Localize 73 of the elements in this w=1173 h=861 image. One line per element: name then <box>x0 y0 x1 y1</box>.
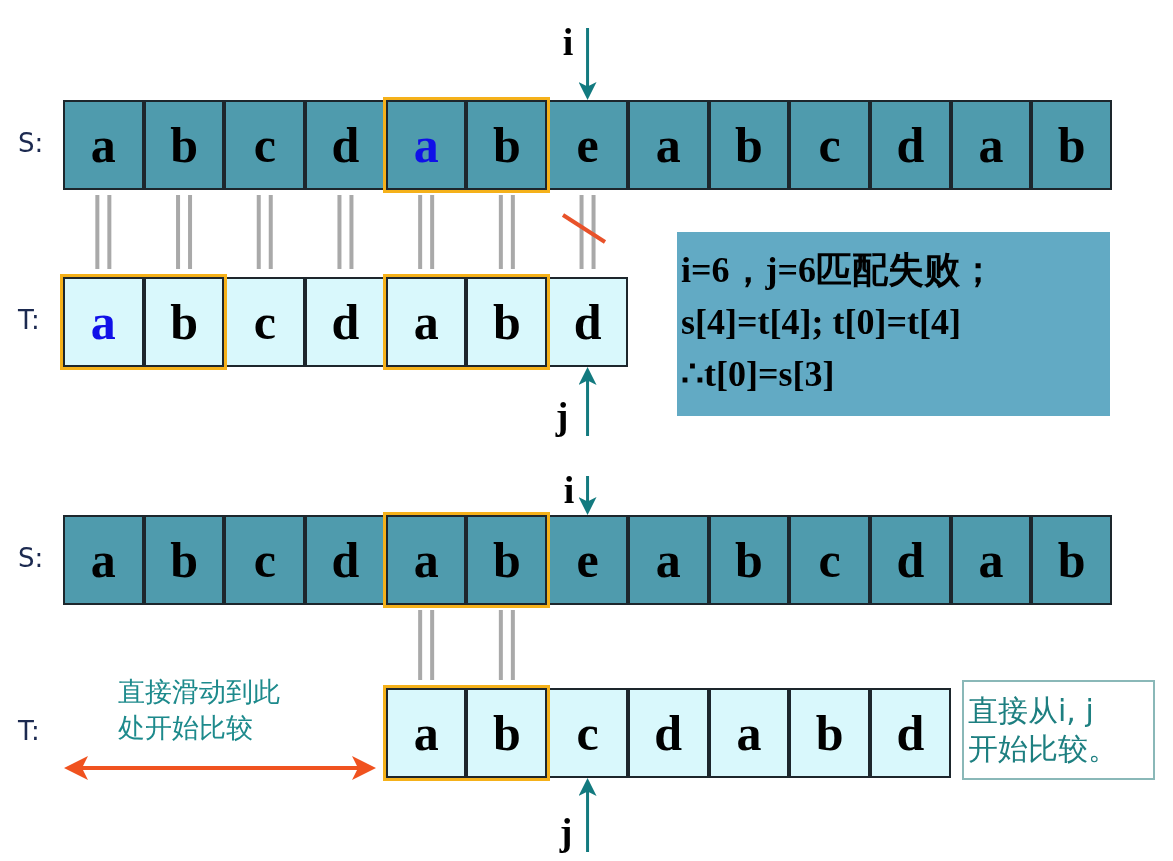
match-lines <box>95 193 112 271</box>
letter-cell: d <box>870 688 951 778</box>
match-lines <box>498 608 515 682</box>
note-text: i=6，j=6匹配失败； <box>681 249 997 292</box>
letter-cell: b <box>789 688 870 778</box>
letter-cell: b <box>143 515 225 605</box>
remark-text: 直接从i, j开始比较。 <box>968 692 1119 768</box>
letter-cell: b <box>708 515 790 605</box>
letter-cell: d <box>547 277 628 367</box>
pointer-arrow <box>578 28 597 100</box>
remark-box <box>962 680 1155 780</box>
letter-cell: a <box>627 515 709 605</box>
letter-cell: c <box>547 688 628 778</box>
match-lines <box>418 608 435 682</box>
letter-cell: c <box>224 515 306 605</box>
letter-cell: b <box>466 277 548 367</box>
match-lines <box>579 193 596 271</box>
letter-cell: e <box>547 515 628 605</box>
letter-cell: b <box>143 100 225 190</box>
match-lines <box>256 193 273 271</box>
letter-cell: b <box>466 515 548 605</box>
letter-cell: a <box>385 100 467 190</box>
letter-cell: c <box>789 515 870 605</box>
note-box <box>677 232 1110 416</box>
pointer-arrow <box>578 778 597 852</box>
match-lines <box>176 193 193 271</box>
letter-cell: d <box>627 688 709 778</box>
pointer-letter: j <box>550 396 574 438</box>
match-lines <box>498 193 515 271</box>
match-lines <box>337 193 354 271</box>
letter-cell: b <box>466 688 548 778</box>
letter-cell: c <box>224 100 306 190</box>
highlight-frame <box>60 274 228 370</box>
letter-cell: d <box>305 100 386 190</box>
highlight-frame <box>382 97 551 193</box>
pointer-letter: i <box>556 22 580 62</box>
pointer-arrow <box>578 367 597 436</box>
letter-cell: a <box>63 515 144 605</box>
letter-cell: b <box>708 100 790 190</box>
letter-cell: b <box>1031 100 1113 190</box>
letter-cell: a <box>708 688 790 778</box>
letter-cell: c <box>224 277 306 367</box>
highlight-frame <box>382 274 551 370</box>
letter-cell: b <box>143 277 225 367</box>
letter-cell: a <box>385 277 467 367</box>
match-lines <box>418 193 435 271</box>
letter-cell: b <box>1031 515 1113 605</box>
letter-cell: d <box>305 515 386 605</box>
letter-cell: a <box>950 515 1032 605</box>
row-label: T: <box>18 716 40 746</box>
letter-cell: a <box>627 100 709 190</box>
letter-cell: a <box>385 515 467 605</box>
slide-note: 直接滑动到此处开始比较 <box>118 675 281 745</box>
letter-cell: c <box>789 100 870 190</box>
row-label: T: <box>18 305 40 335</box>
row-label: S: <box>18 128 44 158</box>
note-text: s[4]=t[4]; t[0]=t[4] <box>681 301 961 344</box>
pointer-arrow <box>578 476 597 515</box>
letter-cell: a <box>950 100 1032 190</box>
letter-cell: a <box>63 277 144 367</box>
letter-cell: a <box>385 688 467 778</box>
letter-cell: e <box>547 100 628 190</box>
pointer-letter: j <box>554 812 578 854</box>
row-label: S: <box>18 543 44 573</box>
letter-cell: d <box>870 100 951 190</box>
letter-cell: d <box>305 277 386 367</box>
highlight-frame <box>382 685 551 781</box>
pointer-letter: i <box>558 470 580 510</box>
note-text: ∴t[0]=s[3] <box>681 353 835 396</box>
highlight-frame <box>382 512 551 608</box>
letter-cell: b <box>466 100 548 190</box>
letter-cell: d <box>870 515 951 605</box>
letter-cell: a <box>63 100 144 190</box>
